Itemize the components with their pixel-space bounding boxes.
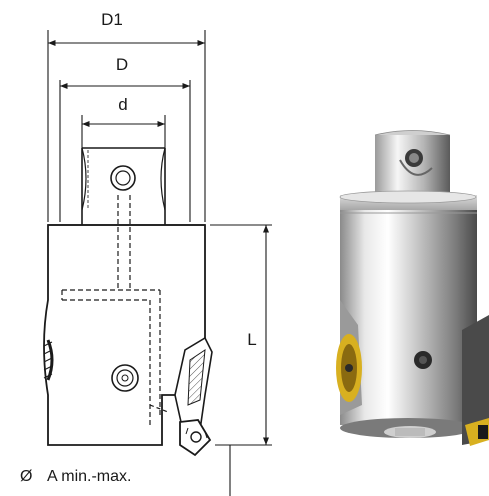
l-label: L: [247, 330, 256, 349]
shank-face-right: [160, 147, 166, 211]
photo-right-cartridge: [462, 315, 489, 445]
shank-face-left: [81, 147, 87, 211]
d-label: D: [116, 55, 128, 74]
internal-bore: [61, 195, 161, 425]
tool-body-drawing: [43, 147, 213, 457]
d-small-label: d: [118, 95, 127, 114]
diameter-symbol: Ø: [20, 468, 32, 485]
d1-label: D1: [101, 10, 123, 29]
shank-outline: [81, 147, 166, 210]
dimension-lines: [47, 30, 272, 496]
insert-screw: [190, 431, 202, 443]
body-screw-hole: [111, 364, 139, 392]
photo-body: [340, 210, 477, 425]
cutting-insert: [179, 419, 212, 457]
a-min-max-label: A min.-max.: [47, 468, 131, 485]
tool-photo: [336, 130, 489, 446]
shank-screw-hole: [110, 165, 136, 191]
